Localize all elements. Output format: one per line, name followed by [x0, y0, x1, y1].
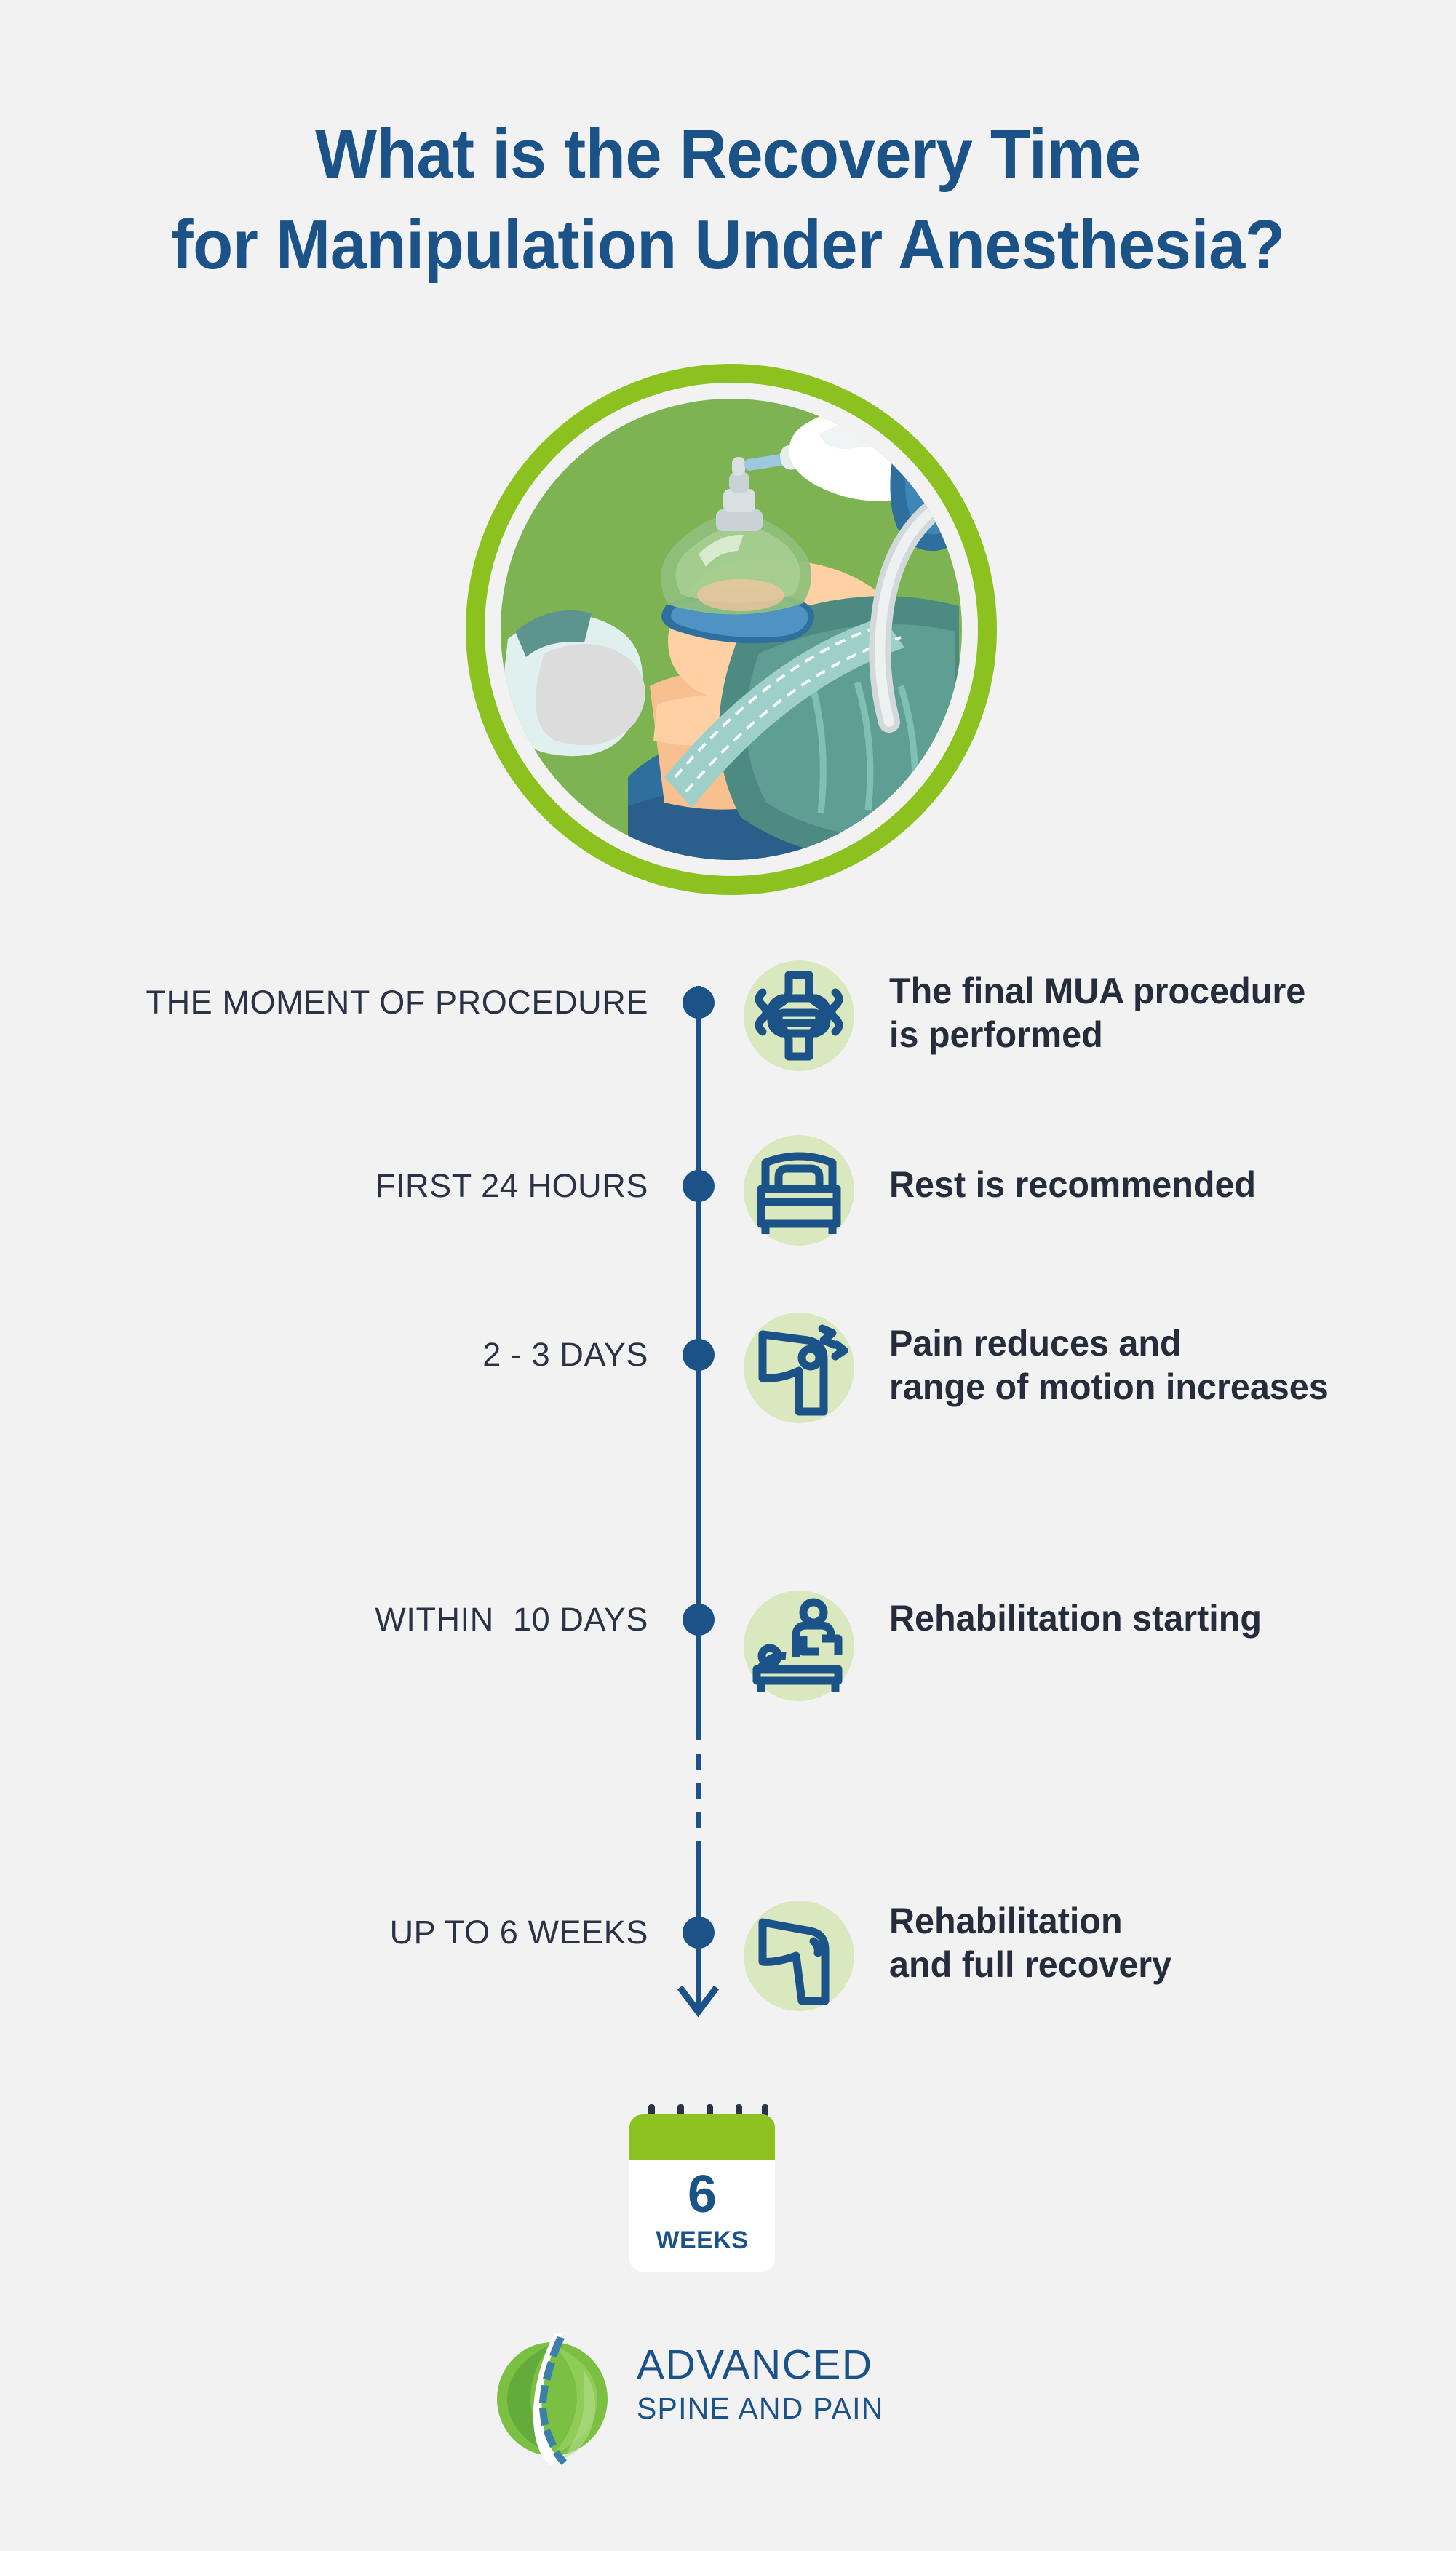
timeline-dot — [683, 1917, 715, 1949]
hero-image — [466, 364, 997, 895]
page-title-line-1: What is the Recovery Time — [314, 115, 1142, 193]
calendar-number: 6 — [687, 2165, 717, 2224]
calendar-body: 6 WEEKS — [629, 2114, 775, 2272]
physical-therapy-icon — [744, 1591, 854, 1701]
timeline-item-description: Rehabilitation starting — [889, 1598, 1262, 1639]
timeline-item-description: Rehabilitation and full recovery — [889, 1901, 1172, 1985]
calendar-ring — [736, 2104, 742, 2123]
joint-manipulation-icon — [744, 960, 854, 1071]
timeline-item-label: WITHIN 10 DAYS — [375, 1601, 648, 1638]
timeline-item-description: The final MUA procedure is performed — [889, 971, 1306, 1055]
hero-disc — [501, 399, 962, 860]
bent-knee-icon — [744, 1901, 854, 2011]
logo-subtitle: SPINE AND PAIN — [637, 2391, 884, 2425]
timeline-item-label: FIRST 24 HOURS — [375, 1167, 648, 1204]
knee-pain-icon — [744, 1313, 854, 1423]
page-title: What is the Recovery Time for Manipulati… — [0, 109, 1456, 291]
timeline-item-label: 2 - 3 DAYS — [482, 1336, 648, 1373]
calendar-ring — [762, 2104, 768, 2123]
timeline-axis — [677, 986, 720, 2045]
spine-leaf-logo-icon — [497, 2333, 608, 2465]
axis-segment-dashed — [696, 1724, 701, 1841]
calendar-rings — [629, 2104, 775, 2123]
page-title-line-2: for Manipulation Under Anesthesia? — [171, 205, 1285, 284]
calendar-ring — [648, 2104, 655, 2123]
calendar-icon: 6 WEEKS — [629, 2104, 775, 2272]
calendar-ring — [707, 2104, 713, 2123]
bed-icon — [744, 1135, 854, 1246]
calendar-ring — [677, 2104, 684, 2123]
logo-text: ADVANCED SPINE AND PAIN — [637, 2341, 884, 2425]
timeline-item-description: Rest is recommended — [889, 1164, 1257, 1205]
timeline-item-description: Pain reduces and range of motion increas… — [889, 1323, 1329, 1407]
timeline-dot — [683, 1339, 715, 1371]
timeline-dot — [683, 1604, 715, 1636]
calendar-header — [629, 2114, 775, 2160]
logo[interactable]: ADVANCED SPINE AND PAIN — [488, 2332, 968, 2467]
timeline-dot — [683, 1170, 715, 1202]
timeline-item-label: THE MOMENT OF PROCEDURE — [146, 984, 648, 1021]
timeline-dot — [683, 987, 715, 1019]
patient-under-anesthesia-illustration — [501, 407, 962, 860]
timeline-item-label: UP TO 6 WEEKS — [389, 1914, 648, 1951]
logo-name: ADVANCED — [637, 2341, 873, 2388]
arrow-down-icon — [677, 1985, 720, 2018]
calendar-unit: WEEKS — [656, 2226, 749, 2254]
